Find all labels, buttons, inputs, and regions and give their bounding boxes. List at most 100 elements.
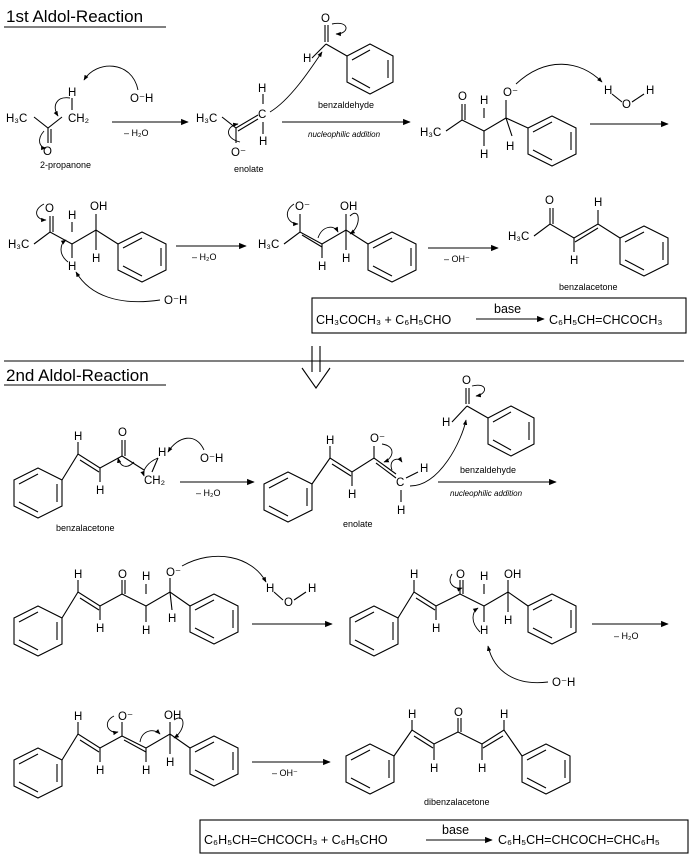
equation-1-product: C₆H₅CH=CHCOCH₃ [549, 313, 662, 327]
svg-text:O⁻: O⁻ [118, 711, 133, 723]
svg-text:H: H [158, 447, 166, 459]
equation-2-reactants: C₆H₅CH=CHCOCH₃ + C₆H₅CHO [204, 833, 388, 847]
svg-text:H: H [348, 489, 356, 501]
alkoxide-intermediate-2: H H O H H O⁻ H [13, 555, 267, 657]
aldol-product-2: H H O H H OH H [349, 569, 577, 684]
svg-text:H: H [266, 583, 274, 595]
svg-text:O: O [456, 569, 465, 581]
minus-water-4: – H₂O [614, 631, 639, 641]
water-2: H O H [266, 583, 316, 609]
hydroxide-4: O⁻H [552, 677, 575, 689]
svg-text:O: O [622, 99, 631, 111]
svg-text:O: O [462, 375, 471, 387]
benzalacetone-label-2: benzalacetone [56, 523, 115, 533]
svg-text:H: H [259, 136, 267, 148]
minus-hydroxide-1: – OH⁻ [444, 254, 470, 264]
minus-water-3: – H₂O [196, 488, 221, 498]
svg-text:H: H [442, 417, 450, 429]
svg-text:H: H [96, 623, 104, 635]
svg-text:H: H [303, 53, 311, 65]
alkoxide-intermediate-1: H₃C O H H O⁻ H [420, 63, 603, 167]
svg-text:H: H [74, 569, 82, 581]
svg-text:H: H [504, 615, 512, 627]
equation-2-condition: base [442, 823, 469, 837]
svg-text:H: H [326, 435, 334, 447]
svg-text:H: H [604, 85, 612, 97]
svg-text:H: H [74, 431, 82, 443]
equation-1-condition: base [494, 302, 521, 316]
svg-text:H: H [397, 505, 405, 517]
svg-text:H: H [96, 765, 104, 777]
equation-1-reactants: CH₃COCH₃ + C₆H₅CHO [316, 313, 451, 327]
enolate-label: enolate [234, 164, 264, 174]
svg-text:CH₂: CH₂ [144, 475, 165, 487]
svg-text:H: H [420, 463, 428, 475]
svg-text:H: H [166, 757, 174, 769]
svg-text:O: O [118, 569, 127, 581]
benzalacetone-2: H H O CH₂ H benzalacetone [13, 427, 166, 533]
benzalacetone-1: H₃C O H H benzalacetone [508, 195, 669, 292]
svg-text:H₃C: H₃C [6, 113, 27, 125]
svg-text:O: O [43, 146, 52, 158]
svg-text:H: H [92, 253, 100, 265]
dienolate-molecule: H H O⁻ C H H enolate [263, 419, 468, 529]
svg-text:O: O [45, 203, 54, 215]
aldol-enolate-1: H₃C O⁻ H OH H [258, 201, 417, 283]
svg-text:O: O [458, 91, 467, 103]
first-aldol-heading: 1st Aldol-Reaction [6, 7, 143, 26]
svg-text:H: H [480, 95, 488, 107]
propanone-molecule: H₃C O CH₂ H 2-propanone [6, 87, 91, 170]
aldol-product-1: H₃C O H H OH H [8, 201, 167, 303]
svg-text:H: H [308, 583, 316, 595]
minus-water-2: – H₂O [192, 252, 217, 262]
svg-text:OH: OH [90, 201, 107, 213]
svg-text:H: H [68, 261, 76, 273]
svg-text:CH₂: CH₂ [68, 113, 89, 125]
svg-text:H: H [480, 149, 488, 161]
svg-text:H₃C: H₃C [508, 231, 529, 243]
minus-water-1: – H₂O [124, 128, 149, 138]
svg-text:O: O [284, 597, 293, 609]
svg-text:O: O [118, 427, 127, 439]
svg-text:H: H [168, 613, 176, 625]
dibenzalacetone-label: dibenzalacetone [424, 797, 490, 807]
svg-text:H: H [68, 210, 76, 222]
enolate-label-2: enolate [343, 519, 373, 529]
equation-box-1: CH₃COCH₃ + C₆H₅CHO base C₆H₅CH=CHCOCH₃ [311, 297, 687, 334]
benzaldehyde-1: O H benzaldehyde [303, 13, 394, 110]
svg-text:H: H [570, 255, 578, 267]
benzaldehyde-label-1: benzaldehyde [318, 100, 374, 110]
equation-2-product: C₆H₅CH=CHCOCH=CHC₆H₅ [498, 833, 660, 847]
svg-text:O: O [321, 13, 330, 25]
svg-text:O⁻: O⁻ [503, 87, 518, 99]
svg-text:H: H [318, 261, 326, 273]
svg-text:H₃C: H₃C [420, 127, 441, 139]
svg-text:O⁻: O⁻ [231, 147, 246, 159]
svg-text:O⁻: O⁻ [295, 201, 310, 213]
equation-box-2: C₆H₅CH=CHCOCH₃ + C₆H₅CHO base C₆H₅CH=CHC… [199, 819, 689, 854]
svg-text:H: H [142, 765, 150, 777]
svg-text:H: H [258, 83, 266, 95]
hydroxide-3: O⁻H [200, 453, 223, 465]
dibenzalacetone-molecule: H H O H H dibenzalacetone [345, 707, 571, 807]
water-1: H O H [604, 85, 654, 111]
svg-text:H₃C: H₃C [8, 239, 29, 251]
svg-text:H: H [480, 571, 488, 583]
minus-hydroxide-2: – OH⁻ [272, 768, 298, 778]
svg-text:H: H [96, 485, 104, 497]
svg-text:H: H [430, 763, 438, 775]
svg-text:C: C [258, 109, 266, 121]
propanone-label: 2-propanone [40, 160, 91, 170]
benzalacetone-label-1: benzalacetone [559, 282, 618, 292]
svg-text:H: H [142, 571, 150, 583]
svg-text:O⁻: O⁻ [370, 433, 385, 445]
svg-text:H: H [646, 85, 654, 97]
svg-text:OH: OH [164, 710, 181, 722]
hydroxide-1: O⁻H [130, 93, 153, 105]
nucleophilic-addition-2: nucleophilic addition [450, 489, 523, 498]
svg-text:H: H [506, 141, 514, 153]
svg-text:H₃C: H₃C [196, 113, 217, 125]
svg-text:H: H [594, 197, 602, 209]
svg-text:H: H [480, 625, 488, 637]
